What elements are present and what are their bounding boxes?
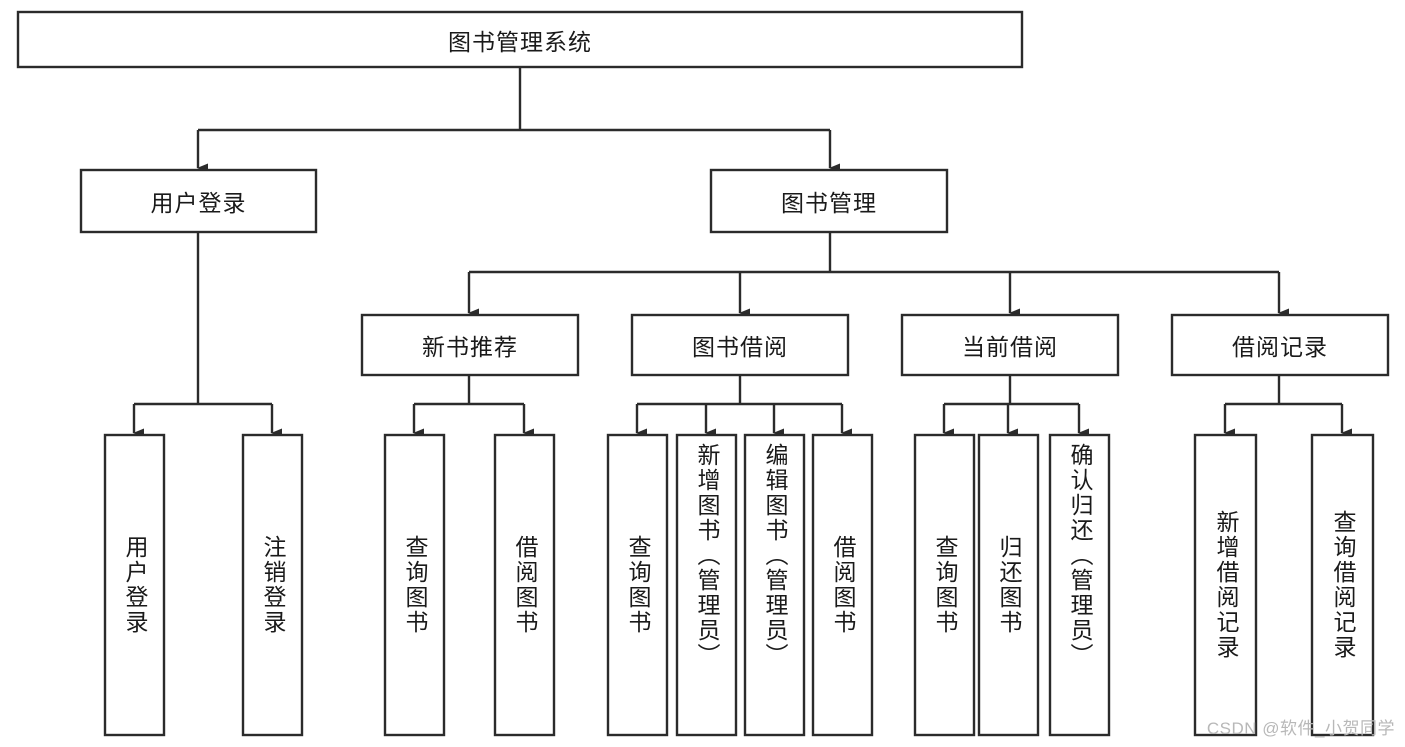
node-box-leaf-book-borrow-3[interactable] [743,433,806,737]
node-box-leaf-borrow-record-2[interactable] [1310,433,1375,737]
connector-group-root [196,67,840,173]
node-box-leaf-current-borrow-3[interactable] [1048,433,1111,737]
node-box-leaf-book-borrow-2[interactable] [675,433,738,737]
node-box-leaf-user-login-2[interactable] [241,433,304,737]
node-box-root[interactable] [16,10,1024,69]
node-box-leaf-user-login-1[interactable] [103,433,166,737]
node-box-leaf-current-borrow-2[interactable] [977,433,1040,737]
node-box-book-manage[interactable] [709,168,949,234]
connector-group-book-manage [467,232,1289,318]
node-box-leaf-current-borrow-1[interactable] [913,433,976,737]
node-box-new-book[interactable] [360,313,580,377]
connector-group-current-borrow [942,375,1089,438]
connector-group-user-login [132,232,282,438]
node-box-book-borrow[interactable] [630,313,850,377]
node-box-borrow-record[interactable] [1170,313,1390,377]
node-box-leaf-book-borrow-1[interactable] [606,433,669,737]
connector-group-new-book [412,375,534,438]
node-box-leaf-new-book-2[interactable] [493,433,556,737]
node-box-leaf-borrow-record-1[interactable] [1193,433,1258,737]
node-box-leaf-book-borrow-4[interactable] [811,433,874,737]
node-box-leaf-new-book-1[interactable] [383,433,446,737]
node-box-current-borrow[interactable] [900,313,1120,377]
node-box-user-login[interactable] [79,168,318,234]
connector-group-book-borrow [635,375,852,438]
connector-group-borrow-record [1223,375,1352,438]
